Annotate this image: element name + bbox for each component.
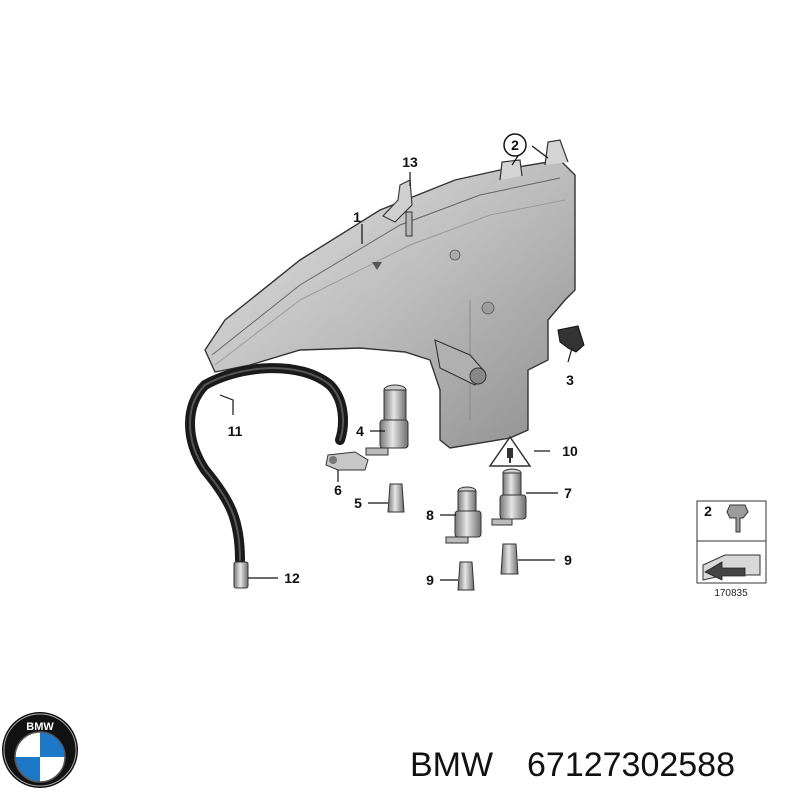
warning-triangle-icon: [488, 435, 532, 467]
diagram-code: 170835: [714, 588, 748, 599]
part-number: 67127302588: [527, 746, 735, 784]
callout-4: 4: [356, 423, 364, 439]
connector-part-3: [557, 325, 585, 353]
callout-6: 6: [334, 482, 342, 498]
screw-icon: [726, 504, 749, 533]
reservoir-tank: [204, 139, 576, 449]
callout-9b: 9: [564, 552, 572, 568]
callout-3: 3: [566, 372, 574, 388]
fitting-part-12: [233, 561, 249, 589]
connector-part-6: [325, 451, 369, 471]
hose-part-11: [185, 363, 348, 565]
callout-circle-2: [503, 133, 527, 157]
pump-part-4: [365, 384, 409, 456]
grommet-part-5: [387, 483, 405, 513]
pump-part-8: [445, 486, 482, 544]
leader-lines: [219, 145, 573, 581]
grommet-part-9a: [457, 561, 475, 591]
bmw-logo: BMW: [2, 712, 78, 788]
grommet-part-9b: [500, 543, 519, 575]
inset-box: [696, 500, 767, 584]
pump-part-7: [491, 468, 527, 526]
callout-5: 5: [354, 495, 362, 511]
callout-2: 2: [511, 137, 519, 153]
callout-8: 8: [426, 507, 434, 523]
callout-11: 11: [228, 423, 243, 439]
logo-text: BMW: [26, 721, 54, 733]
callout-10: 10: [562, 443, 578, 459]
inset-callout-2: 2: [704, 503, 712, 519]
callout-12: 12: [284, 570, 300, 586]
callout-9a: 9: [426, 572, 434, 588]
callout-7: 7: [564, 485, 572, 501]
brand-name: BMW: [410, 746, 493, 784]
callout-13: 13: [402, 154, 418, 170]
callout-1: 1: [353, 209, 361, 225]
